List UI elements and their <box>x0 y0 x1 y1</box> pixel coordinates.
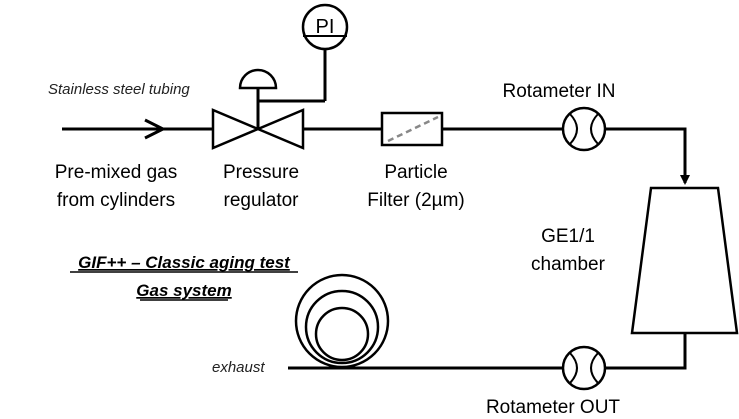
gas-source-label-line1: Pre-mixed gas <box>55 162 178 183</box>
rotameter-to-chamber-line <box>605 127 690 185</box>
rotameter-in-label: Rotameter IN <box>503 81 616 102</box>
rotameter-in-icon <box>561 106 607 152</box>
rotameter-out-label: Rotameter OUT <box>486 397 620 418</box>
pressure-indicator-gauge-icon <box>301 3 349 51</box>
filter-label-line1: Particle <box>384 162 447 183</box>
regulator-dome-icon <box>238 68 278 90</box>
filter-label-line2: Filter (2µm) <box>367 190 465 211</box>
rotameter-in-float <box>569 113 599 145</box>
exhaust-label: exhaust <box>212 359 265 376</box>
exhaust-coil-middle <box>304 289 380 365</box>
chamber-label-line1: GE1/1 <box>541 226 595 247</box>
tubing-label: Stainless steel tubing <box>48 81 190 98</box>
gauge-label: PI <box>316 16 335 38</box>
exhaust-coil-outer-icon <box>294 273 390 369</box>
chamber-label-line2: chamber <box>531 254 606 275</box>
exhaust-coil-inner <box>314 306 370 362</box>
chamber-to-rotameter-out-line <box>606 333 687 370</box>
title-line1: GIF++ – Classic aging test <box>78 253 291 272</box>
gas-source-label-line2: from cylinders <box>57 190 175 211</box>
regulator-label-line2: regulator <box>224 190 300 211</box>
title-line2: Gas system <box>136 281 231 300</box>
rotameter-out-icon <box>561 345 607 391</box>
rotameter-out-float <box>569 352 599 384</box>
regulator-label-line1: Pressure <box>223 162 299 183</box>
ge11-chamber-icon <box>630 186 739 335</box>
